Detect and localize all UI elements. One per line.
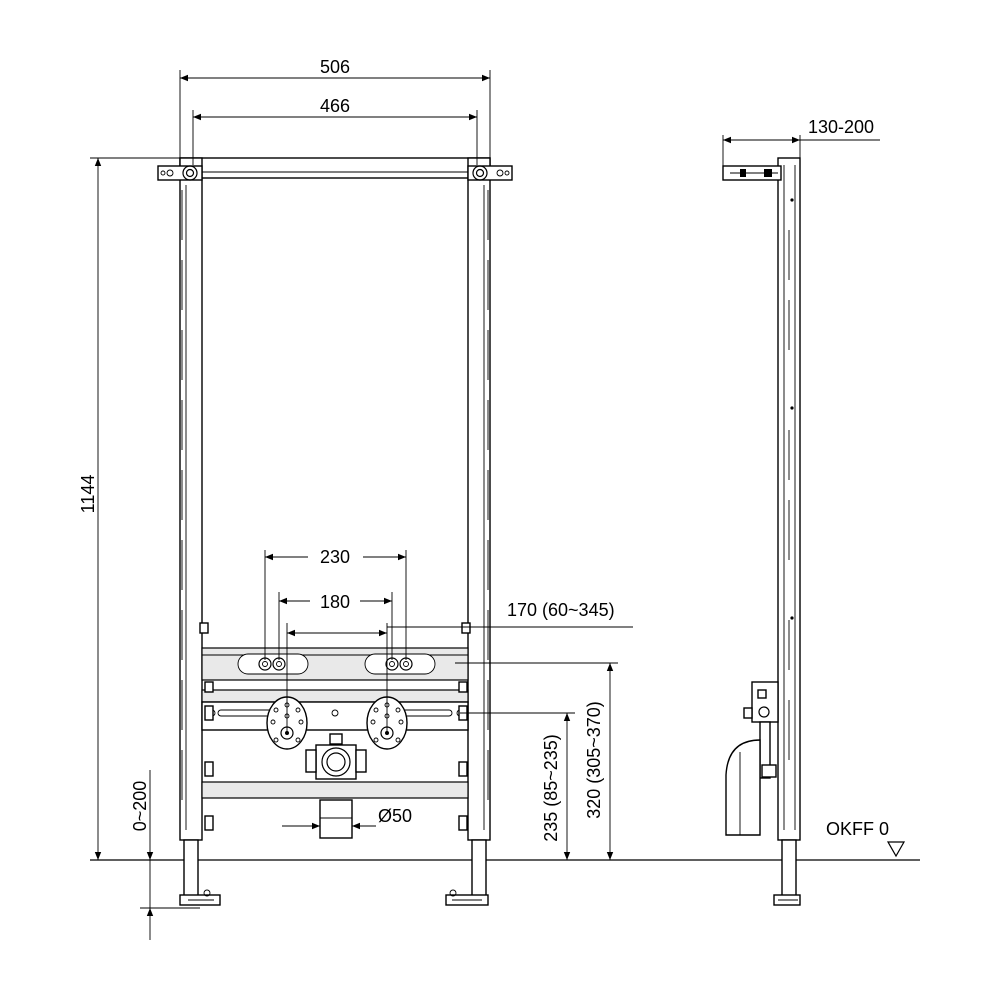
dimension-total-height: 1144 <box>78 157 180 860</box>
dimension-drain-diameter: Ø50 <box>282 806 412 830</box>
dimension-outer-width: 506 <box>179 57 491 158</box>
right-foot <box>445 839 489 906</box>
depth-label: 130-200 <box>808 117 874 137</box>
top-rail <box>179 157 491 179</box>
floor-level-marker: OKFF 0 <box>826 819 906 858</box>
front-view <box>157 157 513 906</box>
dimension-upper-height: 320 (305~370) <box>455 662 618 860</box>
triangle-down-icon <box>886 841 906 858</box>
dimension-spacing-outer: 230 <box>264 547 407 660</box>
upper-height-label: 320 (305~370) <box>584 701 604 819</box>
total-height-label: 1144 <box>78 475 98 514</box>
drain-fitting <box>305 733 367 780</box>
left-foot <box>179 839 221 906</box>
spacing-outer-label: 230 <box>320 547 350 567</box>
connection-spacing-label: 170 (60~345) <box>507 600 615 620</box>
spacing-inner-label: 180 <box>320 592 350 612</box>
dimension-depth: 130-200 <box>722 117 880 166</box>
dimension-spacing-inner: 180 <box>278 592 393 660</box>
top-left-bracket <box>157 165 203 181</box>
connection-crossbar <box>201 689 469 731</box>
dimension-inner-width: 466 <box>192 96 478 165</box>
dimension-lower-height: 235 (85~235) <box>460 712 575 860</box>
left-post <box>179 157 203 841</box>
floor-adjust-label: 0~200 <box>130 781 150 832</box>
side-view <box>722 157 801 906</box>
dimension-connection-spacing: 170 (60~345) <box>286 600 633 733</box>
drain-diameter-label: Ø50 <box>378 806 412 826</box>
side-connection-box <box>725 681 779 836</box>
lower-height-label: 235 (85~235) <box>541 734 561 842</box>
side-foot <box>773 839 801 906</box>
lower-crossbar <box>201 781 469 799</box>
drain-pipe <box>319 799 353 839</box>
outer-width-label: 506 <box>320 57 350 77</box>
mounting-plate <box>201 647 469 681</box>
inner-width-label: 466 <box>320 96 350 116</box>
top-right-bracket <box>467 165 513 181</box>
right-post <box>467 157 491 841</box>
dimension-floor-adjust: 0~200 <box>130 770 200 940</box>
floor-level-label: OKFF 0 <box>826 819 889 839</box>
